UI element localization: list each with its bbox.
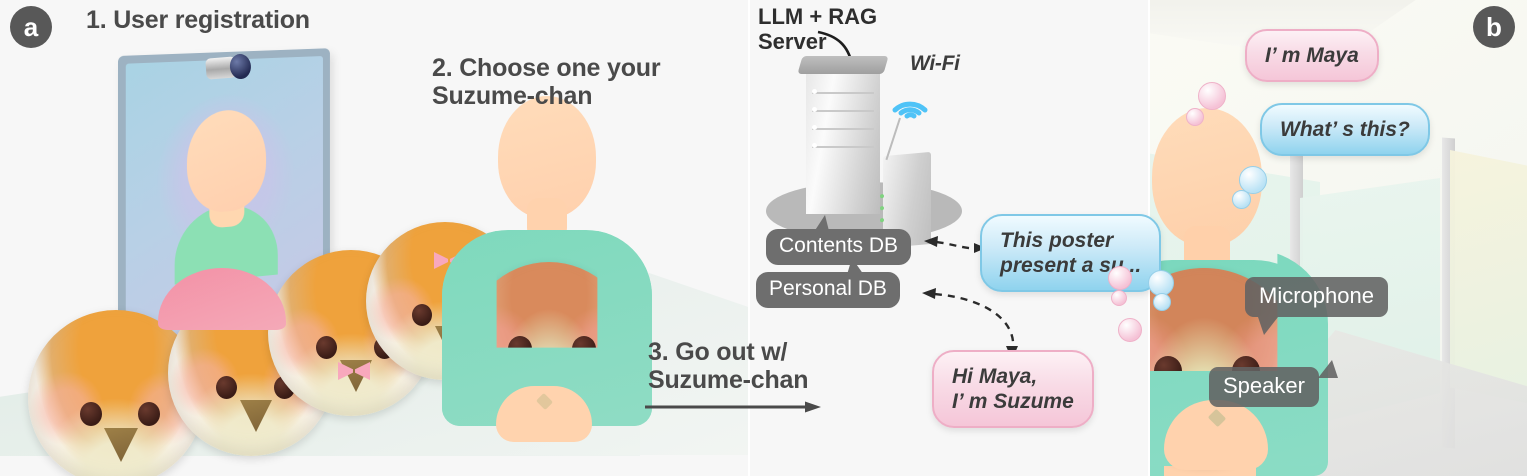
user-speech-bubble-question: What’ s this? bbox=[1260, 103, 1430, 157]
thought-dot bbox=[1153, 293, 1171, 311]
server-tower bbox=[806, 64, 880, 214]
server-slot bbox=[812, 128, 874, 130]
wifi-label: Wi-Fi bbox=[910, 52, 960, 75]
sparrow-eye-left bbox=[412, 304, 432, 326]
panel-a: Maya bbox=[0, 0, 748, 476]
step-3-caption: 3. Go out w/ Suzume-chan bbox=[648, 338, 809, 394]
server-slot-led bbox=[812, 143, 817, 148]
sparrow-eye-left bbox=[216, 376, 237, 399]
contents-db-pill[interactable]: Contents DB bbox=[766, 229, 912, 265]
speaker-tag-tail bbox=[1318, 360, 1338, 378]
router-led bbox=[880, 218, 884, 223]
microphone-tag-tail bbox=[1258, 317, 1278, 335]
server-slot-led bbox=[812, 107, 817, 112]
thought-dot bbox=[1111, 290, 1127, 306]
thought-dot bbox=[1239, 166, 1267, 194]
panel-badge-a: a bbox=[10, 6, 52, 48]
sparrow-eye-right bbox=[138, 402, 160, 426]
sparrow-beak bbox=[240, 400, 272, 432]
personal-db-pill[interactable]: Personal DB bbox=[756, 272, 900, 308]
panel-badge-b: b bbox=[1473, 6, 1515, 48]
thought-dot bbox=[1108, 266, 1132, 290]
wifi-icon bbox=[892, 101, 928, 119]
sparrow-beak bbox=[104, 428, 138, 462]
step-1-caption: 1. User registration bbox=[86, 6, 310, 34]
server-slot-led bbox=[812, 125, 817, 130]
sparrow-eye-left bbox=[316, 336, 337, 359]
server-label: LLM + RAG Server bbox=[758, 4, 878, 55]
server-tower-top bbox=[797, 56, 889, 74]
server-slot bbox=[812, 110, 874, 112]
personal-db-link-arrow-icon bbox=[922, 288, 1018, 360]
poster-answer-bubble: This poster present a su... bbox=[980, 214, 1162, 293]
router-led bbox=[880, 206, 884, 211]
router-led bbox=[880, 194, 884, 199]
microphone-tag: Microphone bbox=[1245, 277, 1388, 317]
step-3-arrow-icon bbox=[645, 401, 821, 413]
server-slot-led bbox=[812, 89, 817, 94]
thought-dot bbox=[1148, 270, 1174, 296]
sparrow-eye-left bbox=[80, 402, 102, 426]
user-speech-bubble-name: I’ m Maya bbox=[1245, 29, 1379, 83]
speaker-tag: Speaker bbox=[1209, 367, 1319, 407]
server-slot bbox=[812, 146, 874, 148]
pink-bow-accessory[interactable] bbox=[338, 362, 370, 380]
webcam-icon bbox=[205, 53, 252, 82]
thought-dot bbox=[1198, 82, 1226, 110]
panel-divider-a-mid bbox=[748, 0, 750, 476]
thought-dot bbox=[1232, 190, 1251, 209]
user-head bbox=[498, 96, 596, 218]
server-slot bbox=[812, 92, 874, 94]
step-2-caption: 2. Choose one your Suzume-chan bbox=[432, 54, 661, 110]
thought-dot bbox=[1186, 108, 1204, 126]
greeting-bubble: Hi Maya, I’ m Suzume bbox=[932, 350, 1094, 429]
thought-dot bbox=[1118, 318, 1142, 342]
